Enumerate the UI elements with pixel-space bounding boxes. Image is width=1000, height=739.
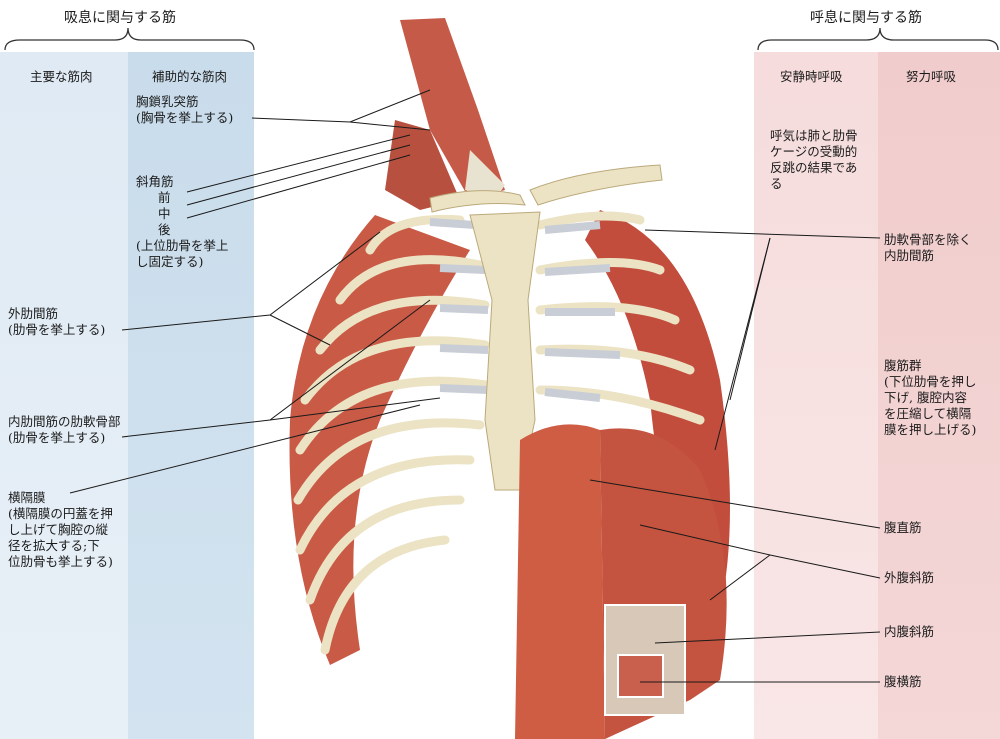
right-clavicle: [529, 164, 663, 206]
abdominal-group-label: 腹筋群(下位肋骨を押し 下げ, 腹腔内容を圧縮して横隔 膜を押し上げる): [884, 358, 977, 437]
left-costal-cartilage: [429, 218, 489, 394]
left-intercostal-muscles: [289, 215, 470, 665]
left-leader-lines: [69, 89, 441, 494]
external-oblique-label: 外腹斜筋: [884, 570, 935, 585]
left-ribs: [293, 214, 490, 655]
transversus-window: [617, 654, 664, 698]
main-muscles-column: [0, 52, 128, 739]
rectus-abdominis: [515, 424, 605, 739]
sternocleidomastoid-muscle: [400, 18, 505, 200]
internal-oblique-label: 内腹斜筋: [884, 624, 935, 639]
scalene-label: 斜角筋 前 中 後 (上位肋骨を挙上し固定する): [136, 174, 229, 269]
transversus-abdominis-label: 腹横筋: [884, 674, 922, 689]
diaphragm-label: 横隔膜(横隔膜の円蓋を押 し上げて胸腔の縦径を拡大する;下 位肋骨も挙上する): [8, 490, 113, 569]
inspiration-brace: [4, 27, 255, 51]
expiration-header: 呼息に関与する筋: [810, 10, 922, 26]
quiet-breathing-heading: 安静時呼吸: [780, 69, 843, 84]
intercartilaginous-label: 内肋間筋の肋軟骨部(肋骨を挙上する): [8, 414, 121, 445]
expiration-brace: [757, 27, 999, 51]
accessory-muscles-column: [128, 52, 254, 739]
quiet-breathing-column: [754, 52, 878, 739]
scm-label: 胸鎖乳突筋(胸骨を挙上する): [136, 94, 234, 125]
rectus-abdominis-label: 腹直筋: [884, 520, 922, 535]
internal-intercostal-label: 肋軟骨部を除く内肋間筋: [884, 232, 972, 263]
scalene-muscles: [385, 120, 460, 210]
forced-breathing-column: [878, 52, 1000, 739]
right-costal-cartilage: [544, 221, 621, 402]
accessory-muscles-heading: 補助的な筋肉: [152, 69, 228, 84]
left-clavicle: [429, 190, 526, 213]
quiet-expiration-note: 呼気は肺と肋骨ケージの受動的 反跳の結果である: [770, 128, 858, 191]
external-intercostal-label: 外肋間筋(肋骨を挙上する): [8, 306, 106, 337]
inspiration-header: 吸息に関与する筋: [64, 10, 176, 26]
forced-breathing-heading: 努力呼吸: [906, 69, 957, 84]
right-leader-lines: [589, 229, 881, 683]
main-muscles-heading: 主要な筋肉: [30, 69, 93, 84]
